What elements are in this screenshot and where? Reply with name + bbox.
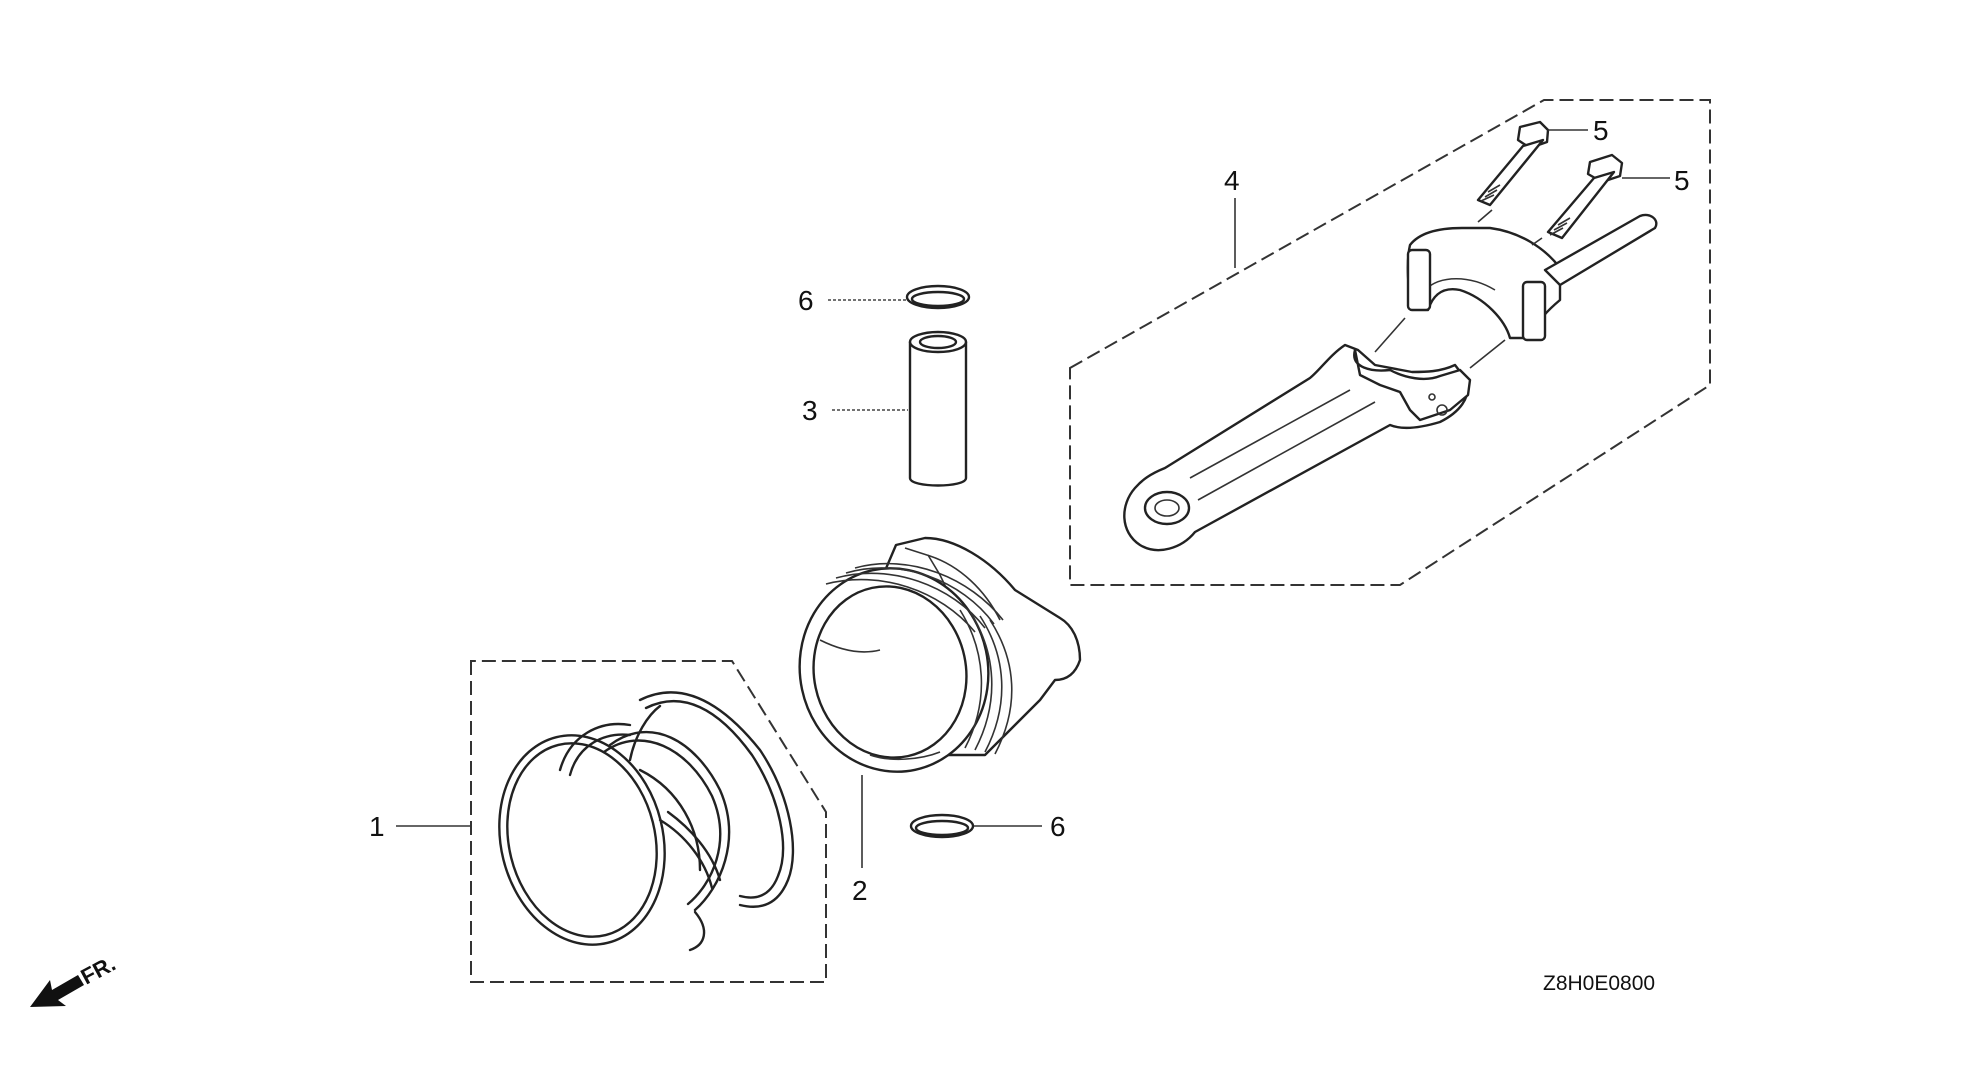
diagram-code: Z8H0E0800 (1543, 972, 1655, 995)
piston[interactable] (781, 536, 1082, 789)
piston-ring-top[interactable] (478, 718, 686, 963)
piston-pin-clip-upper[interactable] (905, 284, 971, 310)
callout-piston: 2 (852, 875, 868, 906)
callout-piston-pin: 3 (802, 395, 818, 426)
cap-guide-line-left (1374, 317, 1406, 353)
piston-ring-set-group: 1 (369, 660, 827, 983)
rod-bolt-upper[interactable] (1476, 120, 1550, 207)
bolt-guide-line-left (1477, 209, 1493, 223)
callout-clip-upper: 6 (798, 285, 814, 316)
callout-rod-bolt-upper: 5 (1593, 115, 1609, 146)
callout-piston-ring-set: 1 (369, 811, 385, 842)
callout-clip-lower: 6 (1050, 811, 1066, 842)
front-direction-indicator: FR. (30, 951, 120, 1007)
connecting-rod-group: 4 5 5 (1069, 99, 1711, 586)
connecting-rod[interactable] (1123, 343, 1472, 552)
callout-rod-bolt-lower: 5 (1674, 165, 1690, 196)
piston-pin-group: 6 3 (798, 284, 971, 487)
front-arrow-icon (30, 975, 84, 1007)
piston-ring-second[interactable] (558, 722, 731, 912)
rod-bolt-lower[interactable] (1546, 153, 1624, 240)
piston-pin-clip-lower[interactable] (909, 813, 975, 839)
piston-ring-set-boundary (470, 660, 827, 983)
rod-cap[interactable] (1406, 213, 1658, 342)
cap-guide-line-right (1469, 339, 1506, 369)
connecting-rod-kit-boundary (1069, 99, 1711, 586)
piston-ring-oil[interactable] (628, 691, 795, 952)
piston-group: 2 6 (781, 536, 1082, 906)
piston-pin[interactable] (908, 330, 968, 487)
bolt-guide-line-right (1531, 237, 1543, 246)
callout-connecting-rod: 4 (1224, 165, 1240, 196)
